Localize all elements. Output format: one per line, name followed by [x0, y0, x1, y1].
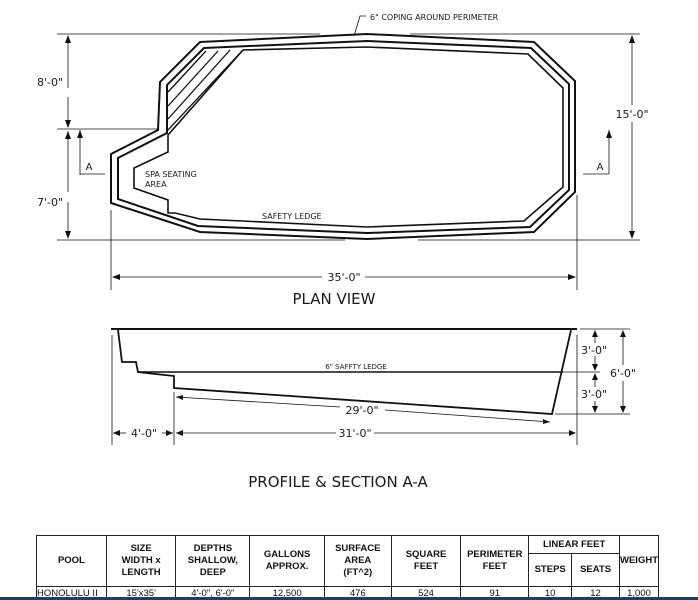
bottom-border-bar: [0, 597, 698, 600]
header-size-1: SIZE: [130, 543, 152, 554]
dim-29ft: 29'-0": [345, 404, 378, 417]
plan-labels: 6" COPING AROUND PERIMETER 8'-0" 7'-0" 1…: [37, 13, 649, 308]
header-perimeter-2: FEET: [482, 561, 507, 572]
dimension-arrows: [65, 35, 635, 280]
steps-hatch: [167, 49, 244, 131]
header-weight: WEIGHT: [619, 535, 659, 587]
profile-labels: 6" SAFFTY LEDGE 3'-0" 3'-0" 6'-0" 29'-0"…: [131, 344, 636, 491]
dim-15ft: 15'-0": [615, 108, 648, 121]
dim-3ft-lower: 3'-0": [581, 388, 607, 401]
safety-ledge-label: SAFETY LEDGE: [262, 212, 322, 221]
dim-6ft: 6'-0": [610, 367, 636, 380]
dim-4ft: 4'-0": [131, 427, 157, 440]
profile-outline: [117, 329, 572, 415]
pool-middle-outline: [117, 39, 570, 235]
profile-title: PROFILE & SECTION A-A: [248, 473, 428, 491]
table-row: HONOLULU II 15'x35' 4'-0", 6'-0" 12,500 …: [36, 586, 659, 600]
profile-ledge-label: 6" SAFFTY LEDGE: [325, 363, 387, 371]
profile-arrows: [113, 330, 626, 436]
dim-35ft: 35'-0": [327, 271, 360, 284]
header-perimeter-1: PERIMETER: [467, 549, 523, 560]
header-gallons-2: APPROX.: [265, 561, 309, 572]
header-surface-2: AREA: [344, 555, 372, 566]
header-pool: POOL: [36, 535, 107, 587]
header-gallons-1: GALLONS: [263, 549, 311, 560]
profile-view: [111, 328, 630, 445]
plan-view-title: PLAN VIEW: [293, 290, 376, 308]
spa-label-2: AREA: [145, 180, 167, 189]
dim-7ft: 7'-0": [37, 196, 63, 209]
header-square-2: FEET: [413, 561, 439, 572]
plan-view: [57, 15, 640, 290]
header-depths-1: DEPTHS: [193, 543, 233, 554]
header-size-2: WIDTH x: [121, 555, 161, 566]
coping-note: 6" COPING AROUND PERIMETER: [370, 13, 499, 22]
header-steps: STEPS: [528, 553, 573, 587]
dimension-lines: [57, 15, 640, 290]
dim-8ft: 8'-0": [37, 76, 63, 89]
spa-label: SPA SEATING: [145, 170, 197, 179]
header-depths-2: SHALLOW, DEEP: [187, 555, 238, 578]
header-seats: SEATS: [571, 553, 620, 587]
dim-31ft: 31'-0": [338, 427, 371, 440]
section-mark-right: A: [597, 162, 604, 173]
section-mark-left: A: [86, 162, 93, 173]
pool-outer-outline: [110, 32, 576, 241]
pool-inner-outline: [133, 46, 564, 228]
header-linear-feet: LINEAR FEET: [528, 535, 620, 554]
dim-3ft-upper: 3'-0": [581, 344, 607, 357]
header-surface-3: (FT^2): [343, 567, 373, 578]
header-square-1: SQUARE: [405, 549, 447, 560]
header-size-3: LENGTH: [121, 567, 161, 578]
header-surface-1: SURFACE: [335, 543, 381, 554]
